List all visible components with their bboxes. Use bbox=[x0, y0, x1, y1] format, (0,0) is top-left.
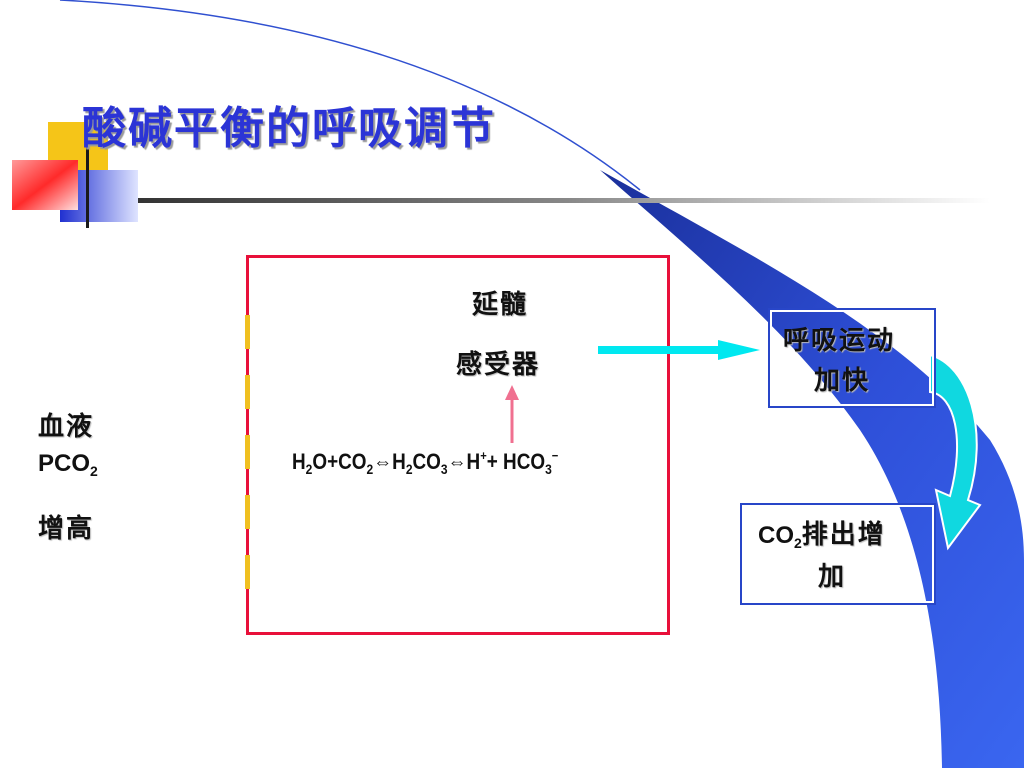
frame-dash-4 bbox=[245, 495, 250, 529]
eq-sub: 3 bbox=[440, 461, 448, 477]
eq-sub: 2 bbox=[405, 461, 413, 477]
blood-label: 血液 bbox=[38, 412, 95, 442]
eq-equilibrium-arrow: ⇔ bbox=[373, 449, 393, 474]
deco-red-square bbox=[12, 160, 78, 210]
co2-rest: 排出增 bbox=[801, 520, 886, 550]
eq-sub: 3 bbox=[545, 461, 552, 477]
frame-dash-3 bbox=[245, 435, 250, 469]
eq-h: H bbox=[466, 449, 481, 474]
pink-up-arrow bbox=[505, 385, 519, 443]
arc-line bbox=[59, 0, 641, 191]
eq-plus-hco: + HCO bbox=[486, 449, 546, 474]
breathing-box bbox=[768, 308, 936, 408]
deco-vertical-line bbox=[86, 120, 89, 228]
eq-sub: 2 bbox=[366, 461, 374, 477]
co2-sub: 2 bbox=[794, 535, 802, 551]
cyan-right-arrow bbox=[598, 340, 760, 360]
eq-h: H bbox=[292, 449, 306, 474]
co2-label-2: 加 bbox=[818, 562, 847, 592]
eq-sup: − bbox=[551, 448, 559, 463]
breathing-label-1: 呼吸运动 bbox=[783, 326, 896, 356]
eq-sup: + bbox=[480, 448, 487, 463]
pco2-sub: 2 bbox=[90, 463, 98, 479]
breathing-label-2: 加快 bbox=[814, 366, 871, 396]
increase-label: 增高 bbox=[38, 514, 95, 544]
co2-co: CO bbox=[758, 522, 794, 549]
pco2-label: PCO2 bbox=[38, 450, 98, 479]
eq-sub: 2 bbox=[305, 461, 313, 477]
frame-dash-1 bbox=[245, 315, 250, 349]
slide-title: 酸碱平衡的呼吸调节 bbox=[82, 103, 496, 154]
title-rule bbox=[50, 198, 990, 203]
pco2-main: PCO bbox=[38, 450, 91, 477]
eq-o-plus-co: O+CO bbox=[312, 449, 367, 474]
eq-co: CO bbox=[412, 449, 441, 474]
frame-dash-2 bbox=[245, 375, 250, 409]
eq-h: H bbox=[392, 449, 406, 474]
co2-box bbox=[740, 503, 936, 605]
blue-swoosh bbox=[600, 170, 1024, 768]
frame-dash-5 bbox=[245, 555, 250, 589]
curved-down-arrow bbox=[929, 353, 982, 551]
co2-label-1: CO2排出增 bbox=[758, 514, 886, 551]
eq-equilibrium-arrow: ⇔ bbox=[447, 449, 467, 474]
carbonic-equation: H2O+CO2⇔H2CO3⇔H++ HCO3− bbox=[292, 448, 558, 477]
receptor-label: 感受器 bbox=[456, 350, 541, 380]
medulla-label: 延髓 bbox=[472, 290, 529, 320]
